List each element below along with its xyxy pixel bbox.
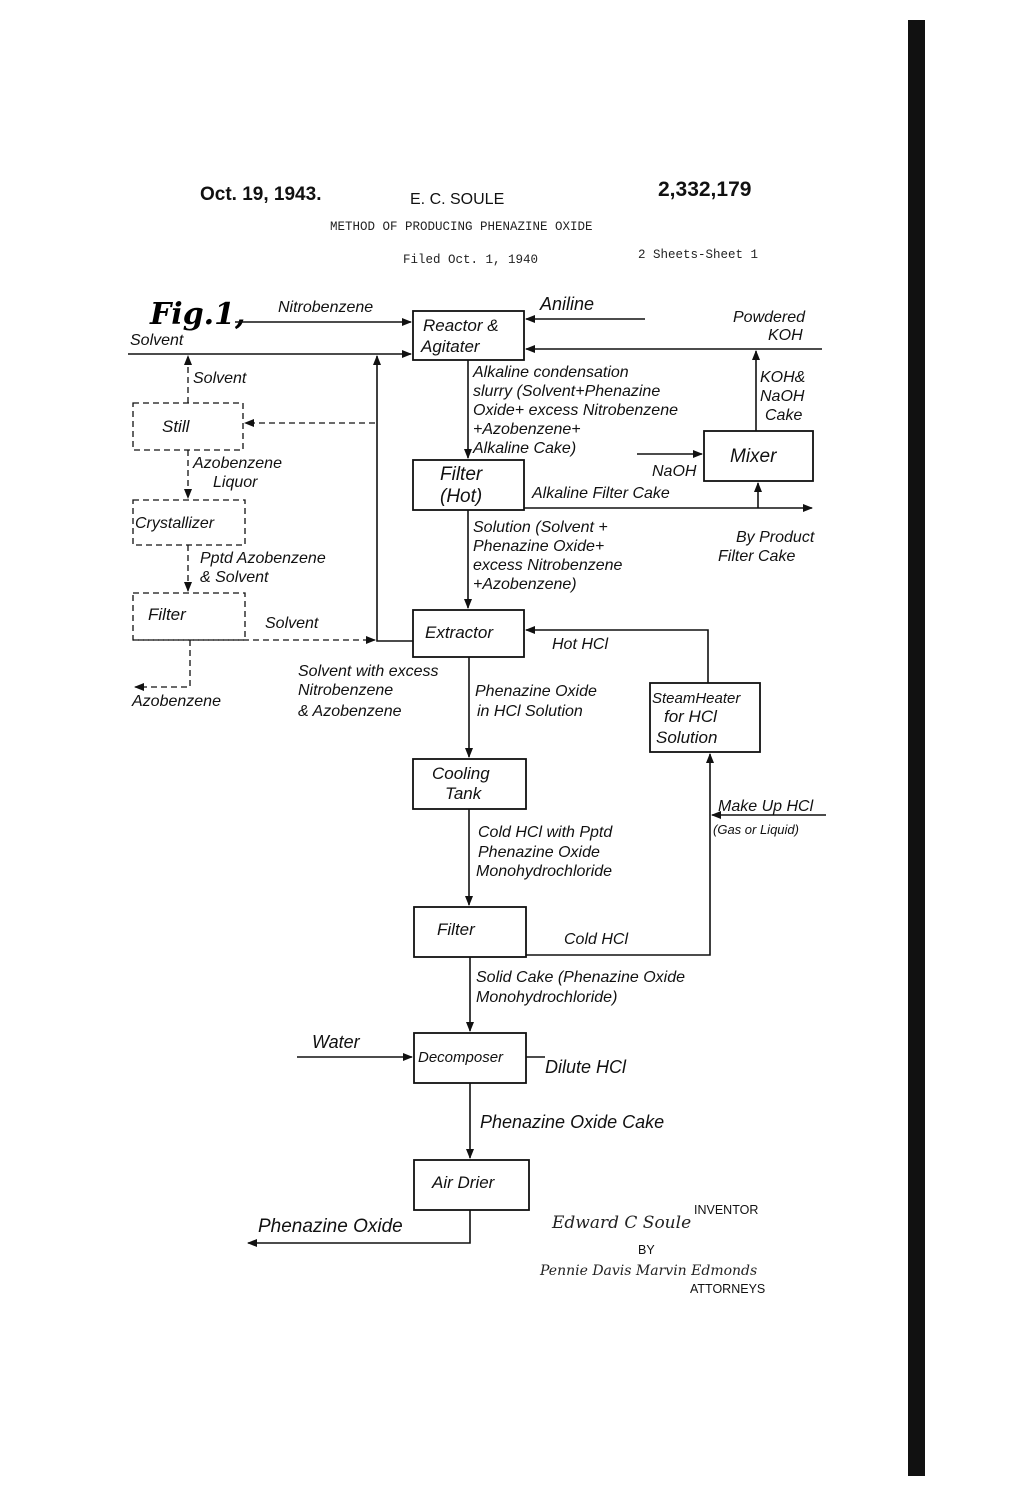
- label-make-up-hcl: (Gas or Liquid): [713, 822, 799, 837]
- label-pptd-azobenzene: & Solvent: [200, 569, 269, 586]
- signature-block: Edward C Soule INVENTOR BY Pennie Davis …: [539, 1203, 765, 1296]
- label-koh-naoh-cake: Cake: [765, 407, 802, 424]
- patent-date: Oct. 19, 1943.: [200, 184, 321, 205]
- label-cold-hcl: Cold HCl: [564, 931, 628, 948]
- label-phenazine-cake: Phenazine Oxide Cake: [480, 1112, 664, 1132]
- label-solid-cake: Solid Cake (Phenazine Oxide: [476, 969, 685, 986]
- label-by-product: By Product: [736, 529, 815, 546]
- label-phenazine-hcl: in HCl Solution: [477, 703, 583, 720]
- box-label: Extractor: [425, 623, 494, 642]
- patent-title: METHOD OF PRODUCING PHENAZINE OXIDE: [330, 220, 593, 234]
- flow-lines: [128, 315, 826, 1247]
- box-label: Solution: [656, 728, 717, 747]
- label-solution: Phenazine Oxide+: [473, 538, 604, 555]
- label-water: Water: [312, 1032, 361, 1052]
- label-koh-naoh-cake: KOH&: [760, 369, 805, 386]
- label-dilute-hcl: Dilute HCl: [545, 1057, 627, 1077]
- label-alkaline-filter-cake: Alkaline Filter Cake: [531, 485, 670, 502]
- patent-number: 2,332,179: [658, 178, 751, 201]
- label-solution: +Azobenzene): [473, 576, 577, 593]
- steam-heater-box: SteamHeater for HCl Solution: [649, 682, 761, 753]
- label-solvent-excess: Nitrobenzene: [298, 682, 393, 699]
- filter-box: Filter: [413, 906, 527, 958]
- cooling-tank-box: Cooling Tank: [412, 758, 527, 810]
- dashed-flow-lines: [133, 355, 376, 691]
- label-nitrobenzene: Nitrobenzene: [278, 299, 373, 316]
- label-cold-hcl-pptd: Phenazine Oxide: [478, 844, 600, 861]
- label-by-product: Filter Cake: [718, 548, 795, 565]
- figure-label: Fig.1,: [149, 297, 245, 332]
- by-label: BY: [638, 1243, 655, 1257]
- label-solution: excess Nitrobenzene: [473, 557, 623, 574]
- label-azobenzene-out: Azobenzene: [131, 693, 221, 710]
- box-label: Filter: [440, 464, 483, 485]
- reactor-box: Reactor & Agitater: [412, 310, 525, 361]
- label-azobenzene-liquor: Azobenzene: [192, 455, 282, 472]
- label-solvent-return: Solvent: [265, 615, 319, 632]
- box-label: Air Drier: [431, 1173, 496, 1192]
- label-powdered-koh: KOH: [768, 327, 803, 344]
- label-azobenzene-liquor: Liquor: [213, 474, 258, 491]
- label-solvent-excess: Solvent with excess: [298, 663, 439, 680]
- label-powdered-koh: Powdered: [733, 309, 806, 326]
- box-label: SteamHeater: [652, 690, 741, 707]
- inventor-label: INVENTOR: [694, 1203, 758, 1217]
- attorneys-label: ATTORNEYS: [690, 1282, 765, 1296]
- label-aniline: Aniline: [539, 294, 594, 314]
- label-solvent-excess: & Azobenzene: [298, 703, 402, 720]
- decomposer-box: Decomposer: [413, 1032, 527, 1084]
- label-make-up-hcl: Make Up HCl: [718, 798, 814, 815]
- inventor-header: E. C. SOULE: [410, 191, 504, 208]
- air-drier-box: Air Drier: [413, 1159, 530, 1211]
- extractor-box: Extractor: [412, 609, 525, 658]
- label-slurry: +Azobenzene+: [473, 421, 581, 438]
- label-hot-hcl: Hot HCl: [552, 636, 608, 653]
- label-phenazine-hcl: Phenazine Oxide: [475, 683, 597, 700]
- box-label: Reactor &: [423, 316, 499, 335]
- inventor-signature: Edward C Soule: [551, 1213, 691, 1233]
- label-slurry: Alkaline condensation: [472, 364, 629, 381]
- box-label: Decomposer: [418, 1049, 504, 1066]
- crystallizer-box: Crystallizer: [132, 499, 246, 546]
- filter-hot-box: Filter (Hot): [412, 459, 525, 511]
- label-solution: Solution (Solvent +: [473, 519, 608, 536]
- box-label: Still: [162, 417, 191, 436]
- box-label: Filter: [437, 920, 476, 939]
- label-cold-hcl-pptd: Monohydrochloride: [476, 863, 612, 880]
- label-slurry: slurry (Solvent+Phenazine: [473, 383, 660, 400]
- label-cold-hcl-pptd: Cold HCl with Pptd: [478, 824, 613, 841]
- box-label: for HCl: [664, 707, 718, 726]
- filed-date: Filed Oct. 1, 1940: [403, 253, 538, 267]
- label-naoh: NaOH: [652, 463, 697, 480]
- scan-edge-bar: [908, 20, 925, 1476]
- box-label: Cooling: [432, 764, 490, 783]
- label-slurry: Oxide+ excess Nitrobenzene: [473, 402, 678, 419]
- box-label: Mixer: [730, 446, 777, 467]
- label-koh-naoh-cake: NaOH: [760, 388, 805, 405]
- flow-labels: Nitrobenzene Aniline Solvent Powdered KO…: [130, 294, 815, 1237]
- label-solvent-still: Solvent: [193, 370, 247, 387]
- box-label: (Hot): [440, 486, 482, 507]
- box-label: Tank: [445, 784, 483, 803]
- box-label: Filter: [148, 605, 187, 624]
- label-slurry: Alkaline Cake): [472, 440, 576, 457]
- sheet-info: 2 Sheets-Sheet 1: [638, 248, 758, 262]
- filter-dashed-box: Filter: [132, 592, 246, 641]
- box-label: Agitater: [420, 337, 481, 356]
- label-pptd-azobenzene: Pptd Azobenzene: [200, 550, 326, 567]
- still-box: Still: [132, 402, 244, 451]
- label-solvent-in: Solvent: [130, 332, 184, 349]
- box-label: Crystallizer: [135, 515, 215, 532]
- label-solid-cake: Monohydrochloride): [476, 989, 617, 1006]
- attorneys-signature: Pennie Davis Marvin Edmonds: [539, 1263, 757, 1279]
- mixer-box: Mixer: [703, 430, 814, 482]
- label-phenazine-out: Phenazine Oxide: [258, 1216, 403, 1237]
